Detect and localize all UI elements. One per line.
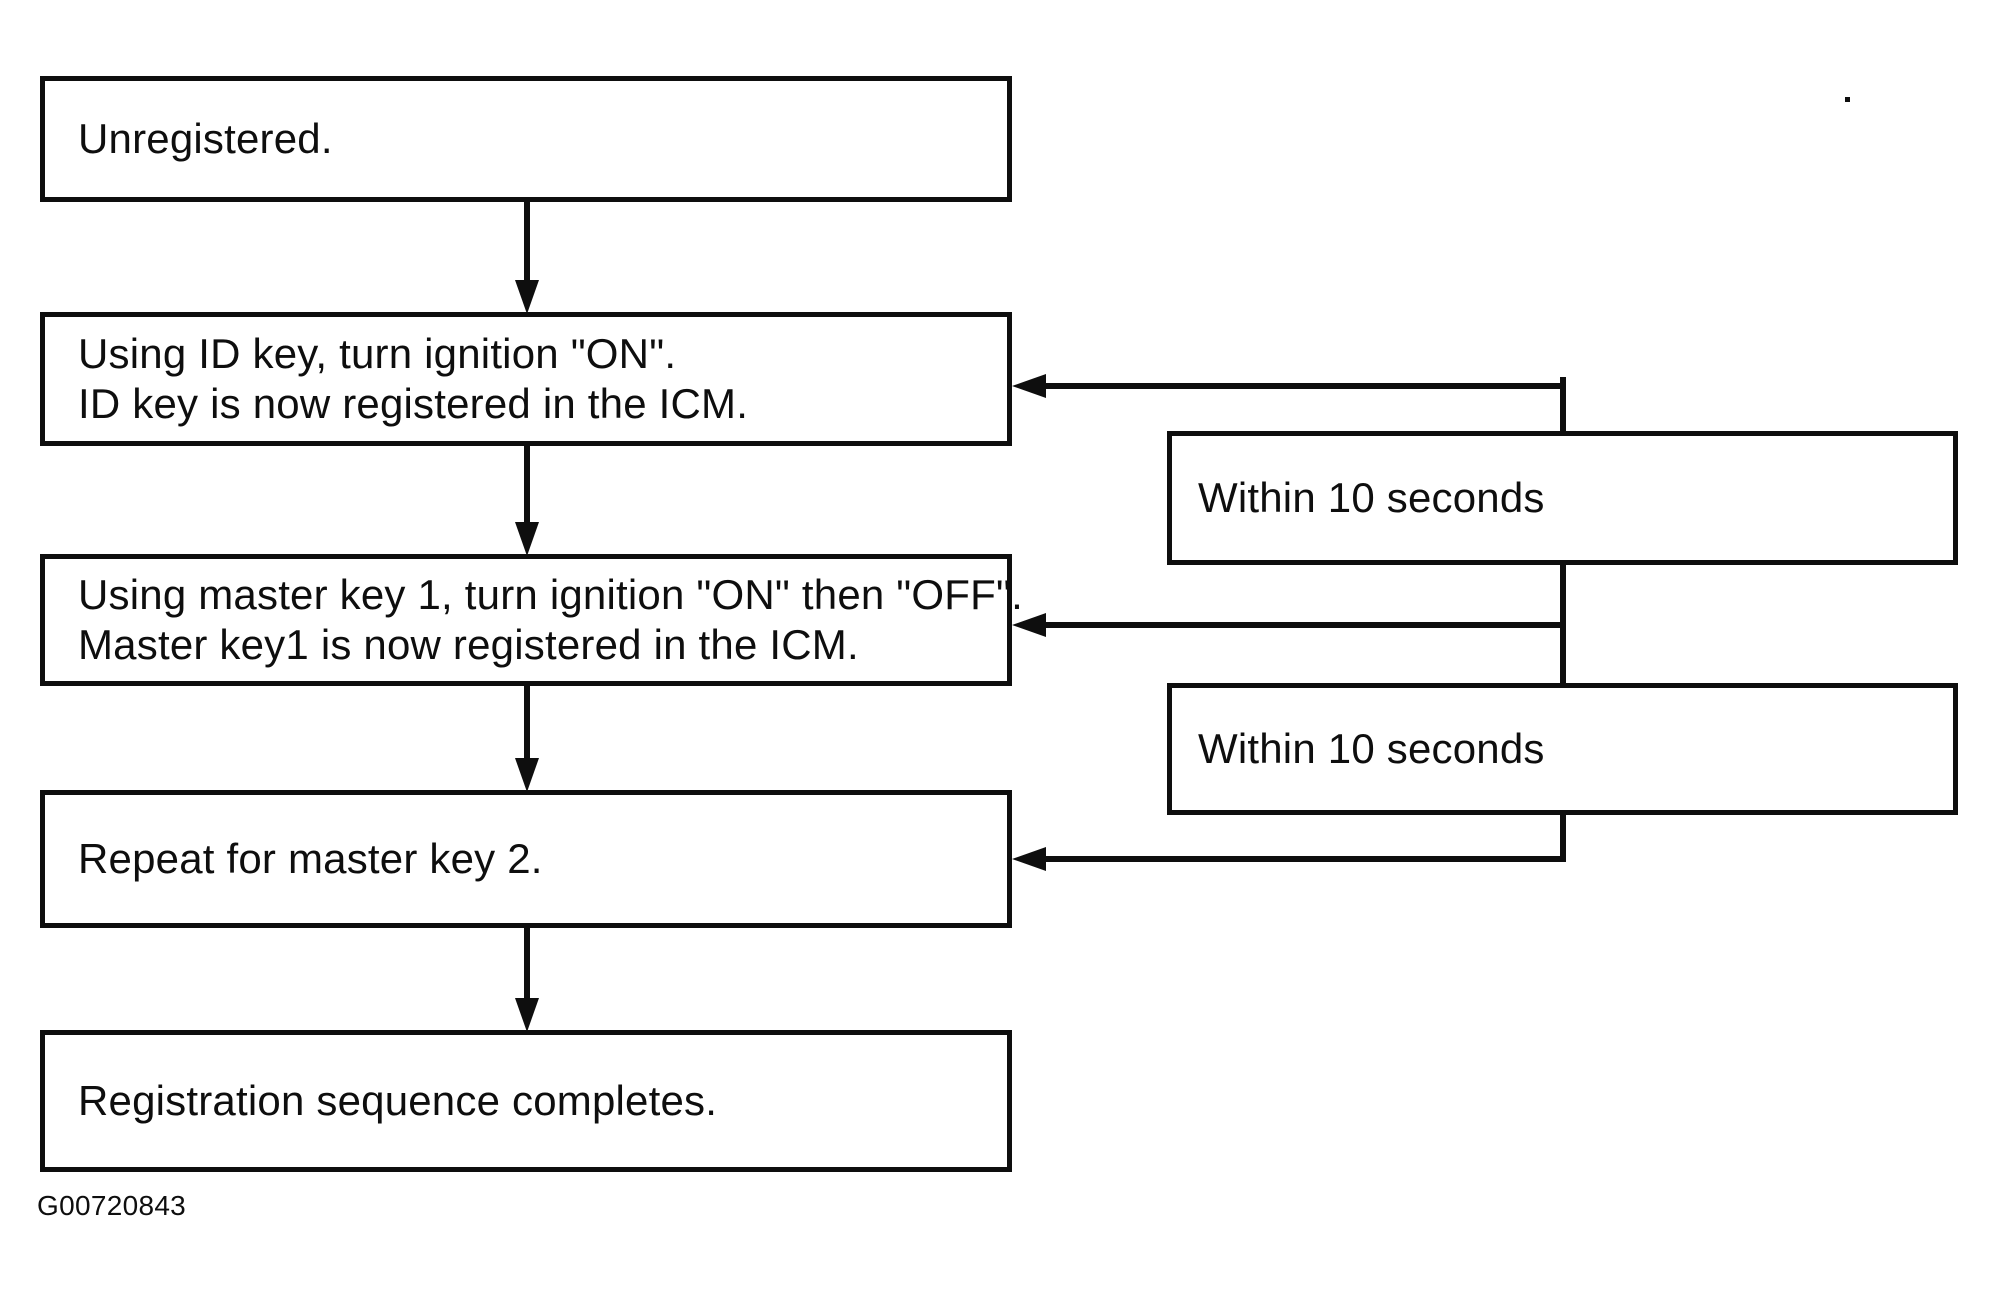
arrow-shaft (524, 928, 530, 1004)
flow-arrow-master-key-1-to-master-key-2 (507, 686, 547, 792)
arrowhead-down-icon (515, 280, 539, 314)
timing-box-2: Within 10 seconds (1167, 683, 1958, 815)
timing-trunk-line (1560, 377, 1566, 862)
node-complete: Registration sequence completes. (40, 1030, 1012, 1172)
node-id-key-text-line2: ID key is now registered in the ICM. (78, 380, 749, 427)
arrow-shaft (524, 686, 530, 764)
arrowhead-left-icon (1012, 374, 1046, 398)
arrow-shaft (1040, 856, 1566, 862)
arrowhead-down-icon (515, 998, 539, 1032)
node-master-key-2-text: Repeat for master key 2. (78, 835, 543, 882)
flow-arrow-id-key-to-master-key-1 (507, 446, 547, 556)
timing-arrow-into-id-key (1012, 368, 1566, 404)
flow-arrow-master-key-2-to-complete (507, 928, 547, 1032)
node-unregistered-text: Unregistered. (78, 115, 333, 162)
arrow-shaft (524, 446, 530, 528)
flow-arrow-unregistered-to-id-key (507, 202, 547, 314)
timing-box-1: Within 10 seconds (1167, 431, 1958, 565)
node-id-key-text-line1: Using ID key, turn ignition "ON". (78, 330, 677, 377)
node-master-key-1-text-line1: Using master key 1, turn ignition "ON" t… (78, 571, 1023, 618)
timing-arrow-into-master-key-2 (1012, 841, 1566, 877)
node-id-key: Using ID key, turn ignition "ON". ID key… (40, 312, 1012, 446)
node-master-key-1-text-line2: Master key1 is now registered in the ICM… (78, 621, 859, 668)
arrow-shaft (524, 202, 530, 286)
timing-arrow-into-master-key-1 (1012, 607, 1566, 643)
timing-box-1-text: Within 10 seconds (1198, 474, 1545, 521)
arrowhead-down-icon (515, 522, 539, 556)
arrowhead-down-icon (515, 758, 539, 792)
node-master-key-1: Using master key 1, turn ignition "ON" t… (40, 554, 1023, 686)
node-complete-text: Registration sequence completes. (78, 1077, 718, 1124)
node-unregistered: Unregistered. (40, 76, 1012, 202)
arrow-shaft (1040, 622, 1566, 628)
timing-box-2-text: Within 10 seconds (1198, 725, 1545, 772)
node-master-key-2: Repeat for master key 2. (40, 790, 1012, 928)
figure-id-label: G00720843 (37, 1190, 187, 1221)
arrowhead-left-icon (1012, 613, 1046, 637)
scan-speck (1845, 97, 1850, 102)
arrow-shaft (1040, 383, 1566, 389)
arrowhead-left-icon (1012, 847, 1046, 871)
